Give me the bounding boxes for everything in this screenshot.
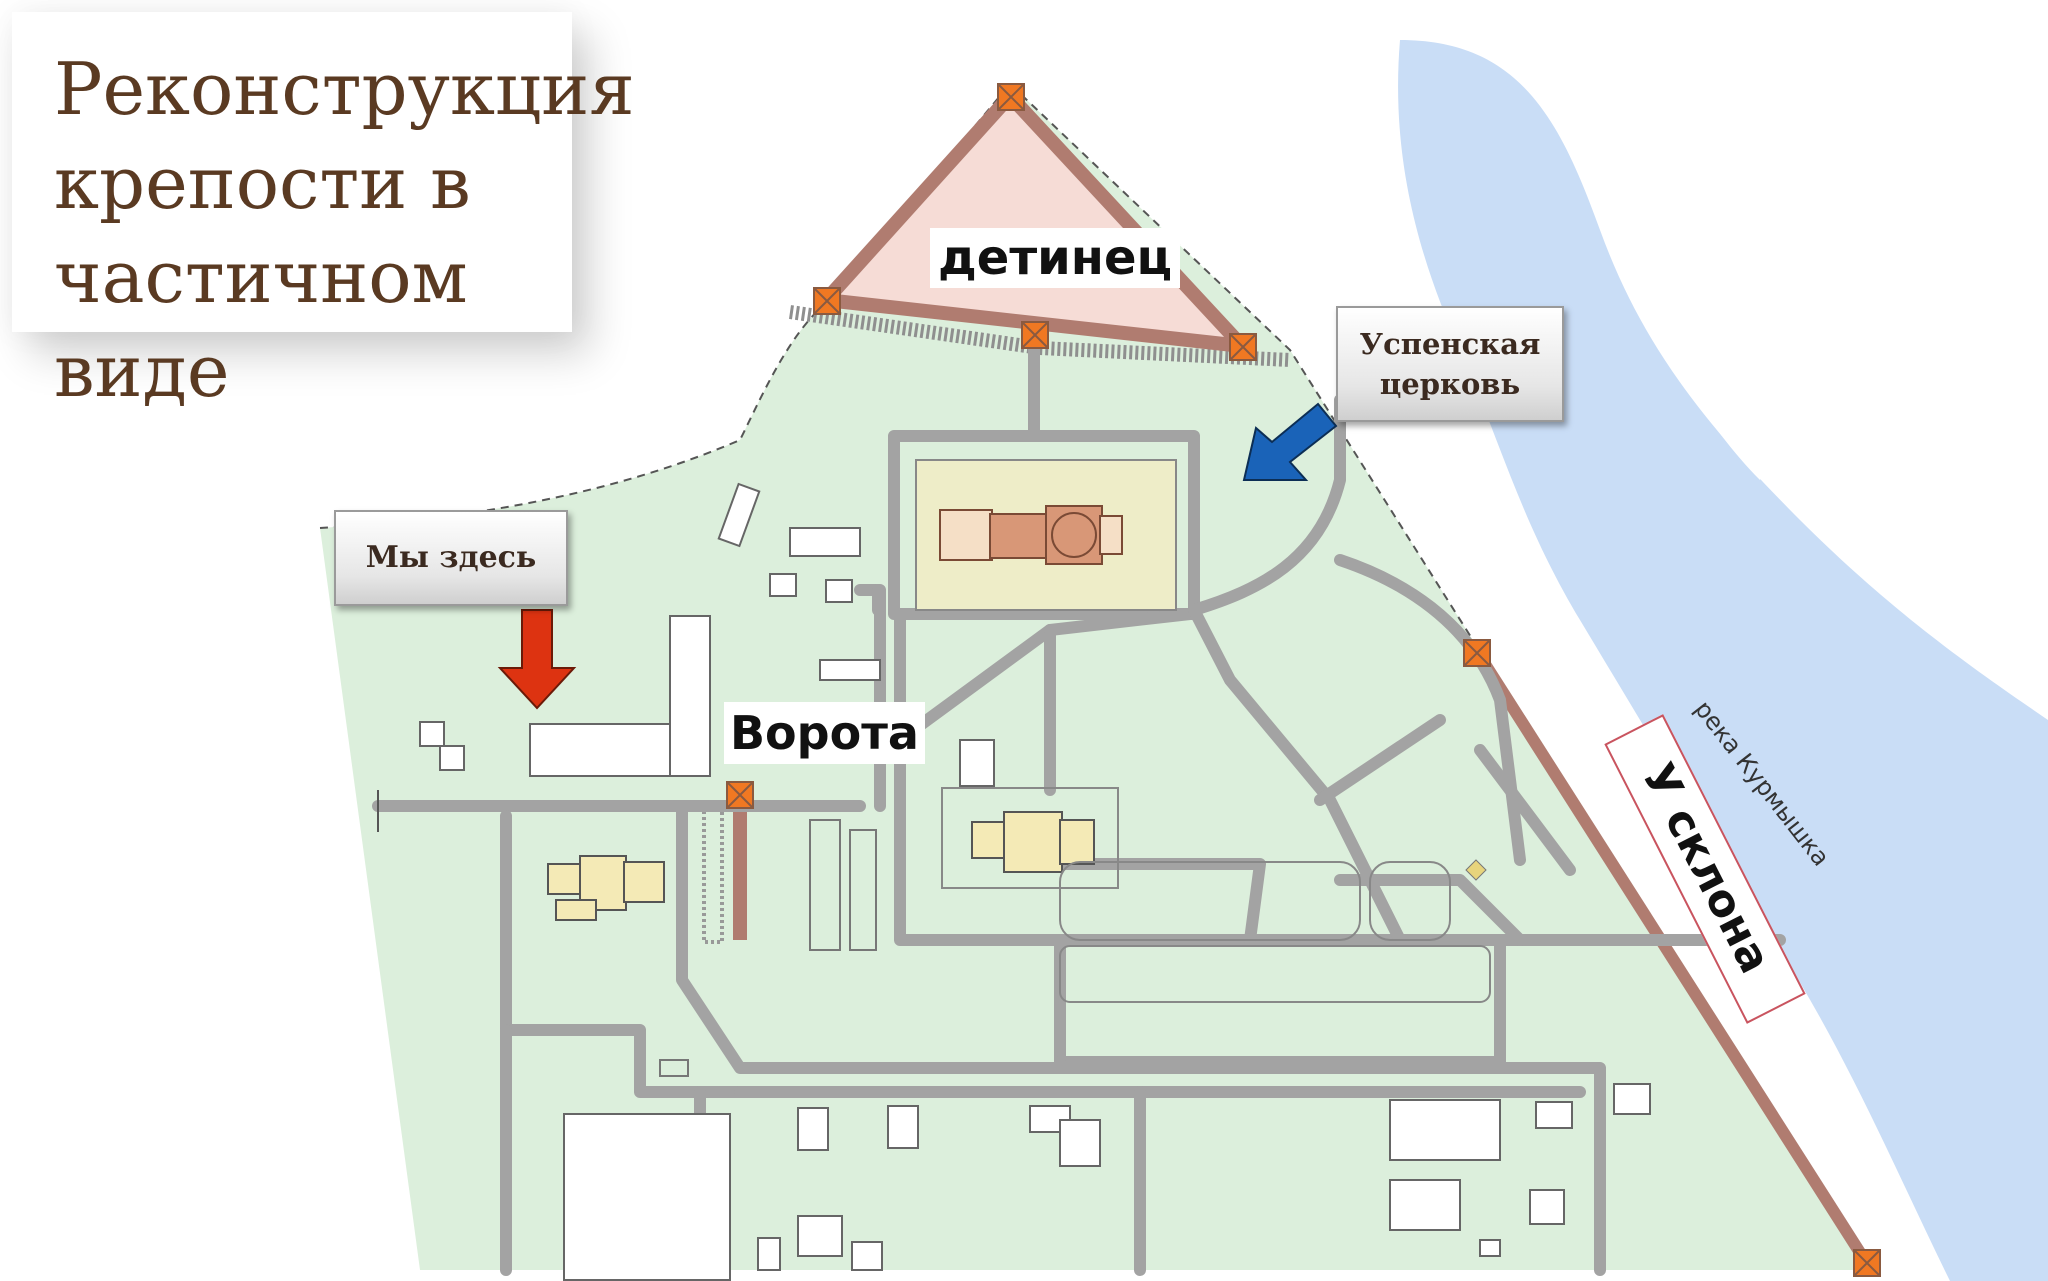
church-label-line2: церковь: [1379, 367, 1521, 401]
tower-icon: [997, 83, 1025, 111]
river-island: [1598, 188, 1762, 481]
tower-icon: [1853, 1249, 1881, 1277]
east-wall: [1470, 646, 1872, 1266]
tower-icon: [1021, 321, 1049, 349]
arrow-down-icon: [497, 609, 577, 710]
towers: [726, 83, 1881, 1277]
church-icon: [941, 787, 1119, 889]
tower-icon: [1463, 639, 1491, 667]
arrow-diagonal-icon: [1242, 402, 1338, 481]
cemetery-graves: [1059, 861, 1491, 1003]
fountain: [1465, 859, 1487, 881]
church-icon: [939, 505, 1123, 565]
gate-wall: [733, 790, 747, 940]
you-are-here-label: Мы здесь: [334, 510, 568, 606]
page-title: Реконструкция крепости в частичном виде: [54, 47, 635, 413]
title-panel: Реконструкция крепости в частичном виде: [12, 12, 635, 413]
gate-label: Ворота: [724, 702, 925, 764]
detinets-label: детинец: [930, 228, 1181, 288]
tower-icon: [813, 287, 841, 315]
church-icon: [547, 855, 665, 921]
buildings: [419, 482, 1651, 1281]
roads: [372, 342, 1786, 1276]
church-label-line1: Успенская: [1359, 327, 1541, 361]
tower-icon: [726, 781, 754, 809]
parking-lot: [659, 819, 877, 1077]
fortress-ground: [320, 84, 1870, 1270]
tower-icon: [1229, 333, 1257, 361]
uspenskaya-church-label: Успенская церковь: [1336, 306, 1564, 422]
